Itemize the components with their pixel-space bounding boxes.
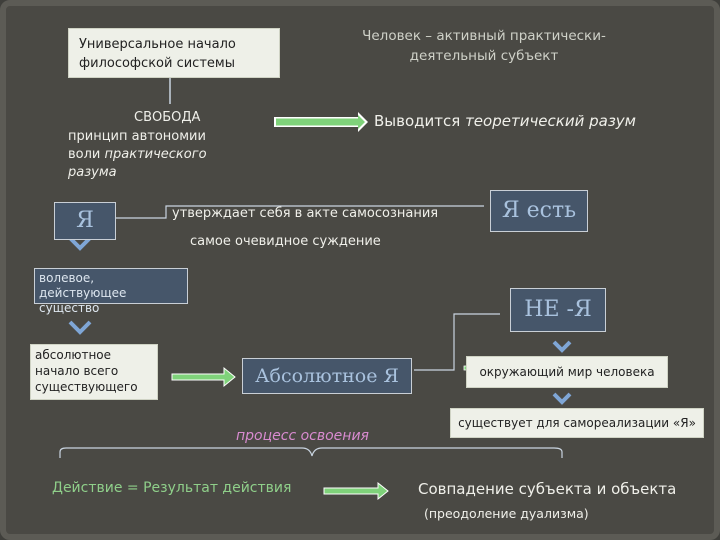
theoretical-reason-italic: теоретический разум — [465, 112, 636, 130]
universal-beginning-line2: философской системы — [79, 56, 235, 71]
theoretical-reason-plain: Выводится — [374, 112, 466, 130]
green-arrow-2 — [171, 366, 236, 388]
freedom-line2-plain: воли — [68, 147, 105, 162]
absolute-ya-box: Абсолютное Я — [242, 358, 412, 394]
freedom-line3: разума — [68, 164, 268, 182]
green-arrow-4 — [323, 481, 389, 501]
connector-ya-asserts — [116, 205, 484, 219]
theoretical-reason-text: Выводится теоретический разум — [374, 112, 636, 130]
freedom-line3-italic: разума — [68, 165, 117, 180]
subject-object-coincidence-text: Совпадение субъекта и объекта — [418, 480, 677, 498]
active-subject-line1: Человек – активный практически- — [362, 28, 606, 44]
mastering-process-text: процесс освоения — [236, 428, 369, 444]
chevron-down-icon-4 — [552, 392, 572, 405]
volitional-being-box: волевое, действующее существо — [34, 268, 188, 315]
freedom-line1: принцип автономии — [68, 129, 206, 144]
obvious-judgment-text: самое очевидное суждение — [190, 234, 381, 249]
freedom-line2-italic: практического — [104, 147, 207, 162]
active-subject-line2: деятельный субъект — [409, 48, 559, 64]
freedom-title: СВОБОДА — [134, 110, 201, 125]
ne-ya-box: НЕ -Я — [510, 288, 606, 332]
chevron-down-icon-1 — [68, 236, 92, 251]
freedom-text: принцип автономии воли практического раз… — [68, 128, 268, 182]
brace-bracket — [59, 447, 563, 458]
ya-est-box: Я есть — [490, 190, 588, 232]
action-result-text: Действие = Результат действия — [52, 480, 292, 496]
volitional-line2: существо — [39, 301, 100, 315]
connector-absolute-neya — [414, 313, 500, 371]
volitional-line1: волевое, действующее — [39, 271, 127, 300]
chevron-down-icon-2 — [68, 320, 92, 335]
asserts-text: утверждает себя в акте самосознания — [172, 206, 439, 221]
active-subject-text: Человек – активный практически- деятельн… — [334, 26, 634, 66]
universal-beginning-line1: Универсальное начало — [79, 37, 236, 52]
absolute-beginning-line2: начало всего — [35, 364, 119, 378]
freedom-line2: воли практического — [68, 146, 268, 164]
self-realization-box: существует для самореализации «Я» — [450, 408, 704, 438]
ya-box: Я — [54, 202, 116, 240]
universal-beginning-box: Универсальное начало философской системы — [68, 28, 280, 78]
chevron-down-icon-3 — [552, 340, 572, 353]
absolute-beginning-line3: существующего — [35, 380, 138, 394]
absolute-beginning-line1: абсолютное — [35, 348, 112, 362]
absolute-beginning-box: абсолютное начало всего существующего — [30, 344, 158, 400]
overcoming-dualism-text: (преодоление дуализма) — [424, 506, 589, 521]
surrounding-world-box: окружающий мир человека — [466, 356, 668, 388]
